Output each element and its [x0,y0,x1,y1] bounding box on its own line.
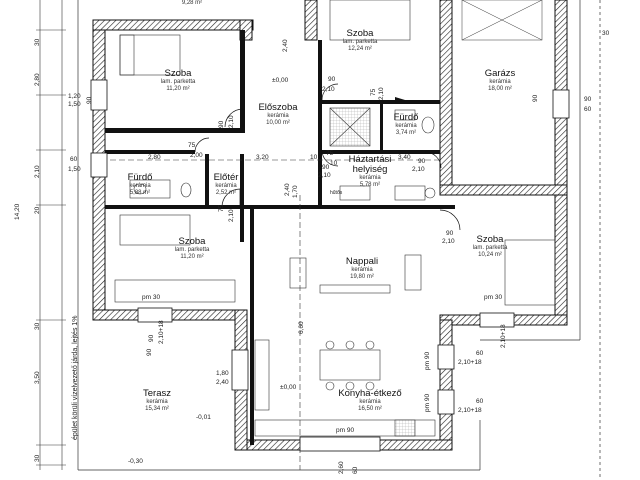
arrow-marker [395,97,405,103]
room-label-furdo-1: Fürdő kerámia 3,74 m² [393,112,419,137]
dim-210-g: 2,10 [228,209,235,222]
dim-10-a: 10 [310,154,318,161]
pm90: pm 90 [336,427,355,434]
dim-210-c: 2,10 [378,87,385,100]
dim-30-c: 30 [34,454,41,462]
dim-90-a: 90 [86,96,93,104]
dim-30-a: 30 [34,38,41,46]
dim-210-left: 2,10 [34,165,41,178]
dim-150-b: 1,50 [68,166,81,173]
room-label-furdo-2: Fürdő kerámia 5,88 m² [127,172,153,197]
dim-210-e: 2,10 [412,166,425,173]
dim-240-mid: 2,40 [284,183,291,196]
dim-10-b: 10 [330,160,338,167]
room-label-nappali: Nappali kerámia 19,80 m² [345,256,379,281]
dim-75-b: 75 [188,142,196,149]
dim-320: 3,20 [256,154,269,161]
dim-340: 3,40 [398,154,411,161]
pm30-b: pm 30 [484,294,503,301]
room-label-eloter: Előtér kerámia 2,52 m² [213,172,239,197]
garage-skylight [461,0,543,41]
dim-1420: 14,20 [14,203,21,220]
dim-210-b: 2,10 [322,86,335,93]
level-000-b: ±0,00 [280,384,297,391]
dim-170: 1,70 [292,185,299,198]
walkway-outline [77,0,601,480]
room-label-haztartasi: Háztartási helyiség kerámia 5,78 m² [348,154,392,189]
dim-210-18-c: 2,10+18 [458,359,482,366]
room-label-terasz: Terasz kerámia 15,34 m² [143,388,171,413]
walkway-note: épület körüli vízelvezető járda, lejtés … [72,315,79,440]
left-dimension-lines [36,0,66,470]
dim-30-b: 30 [34,322,41,330]
dim-90-f: 90 [322,164,330,171]
dim-75-d: 75 [218,204,225,212]
dim-150-a: 1,50 [68,101,81,108]
level-001: -0,01 [196,414,211,421]
dim-90-i: 90 [146,348,153,356]
dim-280: 2,80 [34,73,41,86]
dim-210-18-d: 2,10+18 [458,407,482,414]
dim-60-left: 60 [70,156,78,163]
level-000-a: ±0,00 [272,77,289,84]
interior-walls [105,30,455,445]
pm30-a: pm 30 [142,294,161,301]
room-label-garazs: Garázs kerámia 18,00 m² [484,68,516,93]
dim-90-e: 90 [418,158,426,165]
dim-660: 6,60 [298,321,305,334]
dim-90-r2: 90 [584,96,592,103]
dim-210-18-b: 2,10+18 [500,324,507,348]
dim-210-f: 2,10 [318,172,331,179]
dim-210-18-a: 2,10+18 [158,320,165,344]
dim-20: 20 [34,206,41,214]
dim-75-c: 75 [326,150,334,157]
dim-90-g: 90 [446,230,454,237]
dim-210-d: 2,10 [228,115,235,128]
dim-90-c: 90 [218,120,225,128]
dim-120: 1,20 [68,93,81,100]
dim-180: 1,80 [216,370,229,377]
dim-75-a: 75 [370,88,377,96]
dim-240-top: 2,40 [282,39,289,52]
dim-60-c: 60 [476,398,484,405]
dim-210-h: 2,10 [442,238,455,245]
dim-90-h: 90 [148,334,155,342]
level-030: -0,30 [128,458,143,465]
dim-60-bot: 60 [352,466,359,474]
room-label-szoba-3: Szoba lam. parketta 10,24 m² [472,234,508,259]
door-swings [194,83,461,231]
room-label-szoba-top-left: 9,28 m² [181,0,203,6]
dim-280-mid: 2,80 [148,154,161,161]
pm90-a: pm 90 [424,351,431,370]
dim-240-ter: 2,40 [216,379,229,386]
room-label-szoba-2: Szoba lam. parketta 11,20 m² [174,236,210,261]
room-label-szoba-1: Szoba lam. parketta 11,20 m² [160,68,196,93]
pm90-g: pm 90 [424,393,431,412]
dim-60-r: 60 [584,106,592,113]
dim-30-r: 30 [602,30,610,37]
dim-90-r1: 90 [532,94,539,102]
dim-60-b: 60 [476,350,484,357]
room-label-konyha: Konyha-étkező kerámia 16,50 m² [338,388,402,413]
room-label-eloszoba: Előszoba kerámia 10,00 m² [258,102,298,127]
room-label-szoba-top-mid: Szoba lam. parketta 12,24 m² [342,28,378,53]
dim-350: 3,50 [34,371,41,384]
dim-200: 2,00 [190,152,203,159]
windows [90,79,570,452]
label-hutos: hűtős [330,190,343,196]
dim-90-b: 90 [328,76,336,83]
furniture [114,0,556,437]
dim-260: 2,60 [338,461,345,474]
